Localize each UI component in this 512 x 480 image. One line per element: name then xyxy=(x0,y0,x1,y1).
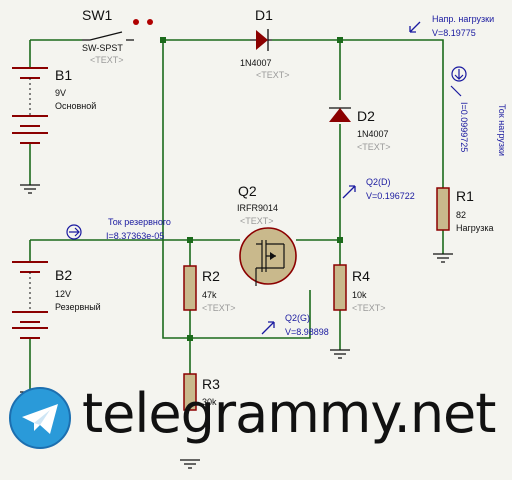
d2-type: 1N4007 xyxy=(357,129,389,139)
r1-label: Нагрузка xyxy=(456,223,493,233)
b2-value: 12V xyxy=(55,289,71,299)
d2-placeholder: <TEXT> xyxy=(357,142,391,152)
wires xyxy=(29,39,444,392)
resistor-r1: R1 82 Нагрузка xyxy=(436,187,493,233)
sw1-type: SW-SPST xyxy=(82,43,123,53)
junction-dots xyxy=(160,37,343,341)
probe-res-i-name: Ток резервного xyxy=(108,217,171,227)
probe-q2-gate: Q2(G) V=8.98898 xyxy=(261,313,329,337)
r2-ref: R2 xyxy=(202,268,220,284)
r3-value: 30k xyxy=(202,397,217,407)
probe-load-voltage: Напр. нагрузки V=8.19775 xyxy=(409,14,494,38)
b1-value: 9V xyxy=(55,88,66,98)
r2-placeholder: <TEXT> xyxy=(202,303,236,313)
switch-sw1: SW1 SW-SPST <TEXT> xyxy=(82,7,153,65)
resistor-r2: R2 47k <TEXT> xyxy=(183,265,236,313)
r2-value: 47k xyxy=(202,290,217,300)
sw1-ref: SW1 xyxy=(82,7,113,23)
r1-value: 82 xyxy=(456,210,466,220)
watermark-logo-icon xyxy=(9,387,71,449)
r4-ref: R4 xyxy=(352,268,370,284)
probe-q2-drain: Q2(D) V=0.196722 xyxy=(342,177,415,201)
r1-ref: R1 xyxy=(456,188,474,204)
probe-q2d-name: Q2(D) xyxy=(366,177,391,187)
r3-ref: R3 xyxy=(202,376,220,392)
q2-type: IRFR9014 xyxy=(237,203,278,213)
b2-ref: B2 xyxy=(55,267,72,283)
resistor-r3: R3 30k xyxy=(183,373,220,411)
watermark-text: telegrammy.net xyxy=(82,382,496,445)
battery-b2 xyxy=(12,261,48,339)
resistor-r4: R4 10k <TEXT> xyxy=(333,264,386,313)
ground-symbols xyxy=(20,184,453,469)
battery-b1 xyxy=(12,67,48,144)
probe-res-i-value: I=8.37363e-05 xyxy=(106,231,164,241)
diode-d1: D1 1N4007 <TEXT> xyxy=(240,7,290,80)
probe-q2d-value: V=0.196722 xyxy=(366,191,415,201)
d2-ref: D2 xyxy=(357,108,375,124)
probe-load-v-name: Напр. нагрузки xyxy=(432,14,494,24)
probe-load-current: Ток нагрузки I=0.0999725 xyxy=(450,66,507,156)
d1-placeholder: <TEXT> xyxy=(256,70,290,80)
probe-load-i-value: I=0.0999725 xyxy=(459,102,469,152)
diode-d2: D2 1N4007 <TEXT> xyxy=(329,107,391,152)
probe-q2g-value: V=8.98898 xyxy=(285,327,329,337)
r4-placeholder: <TEXT> xyxy=(352,303,386,313)
probe-reserve-current: Ток резервного I=8.37363e-05 xyxy=(66,217,171,241)
q2-ref: Q2 xyxy=(238,183,257,199)
b1-ref: B1 xyxy=(55,67,72,83)
probe-load-i-name: Ток нагрузки xyxy=(497,104,507,156)
d1-ref: D1 xyxy=(255,7,273,23)
sw1-placeholder: <TEXT> xyxy=(90,55,124,65)
b2-label: Резервный xyxy=(55,302,101,312)
b1-label: Основной xyxy=(55,101,96,111)
probe-q2g-name: Q2(G) xyxy=(285,313,310,323)
q2-placeholder: <TEXT> xyxy=(240,216,274,226)
r4-value: 10k xyxy=(352,290,367,300)
probe-load-v-value: V=8.19775 xyxy=(432,28,476,38)
d1-type: 1N4007 xyxy=(240,58,272,68)
mosfet-q2: Q2 IRFR9014 <TEXT> xyxy=(237,183,297,286)
